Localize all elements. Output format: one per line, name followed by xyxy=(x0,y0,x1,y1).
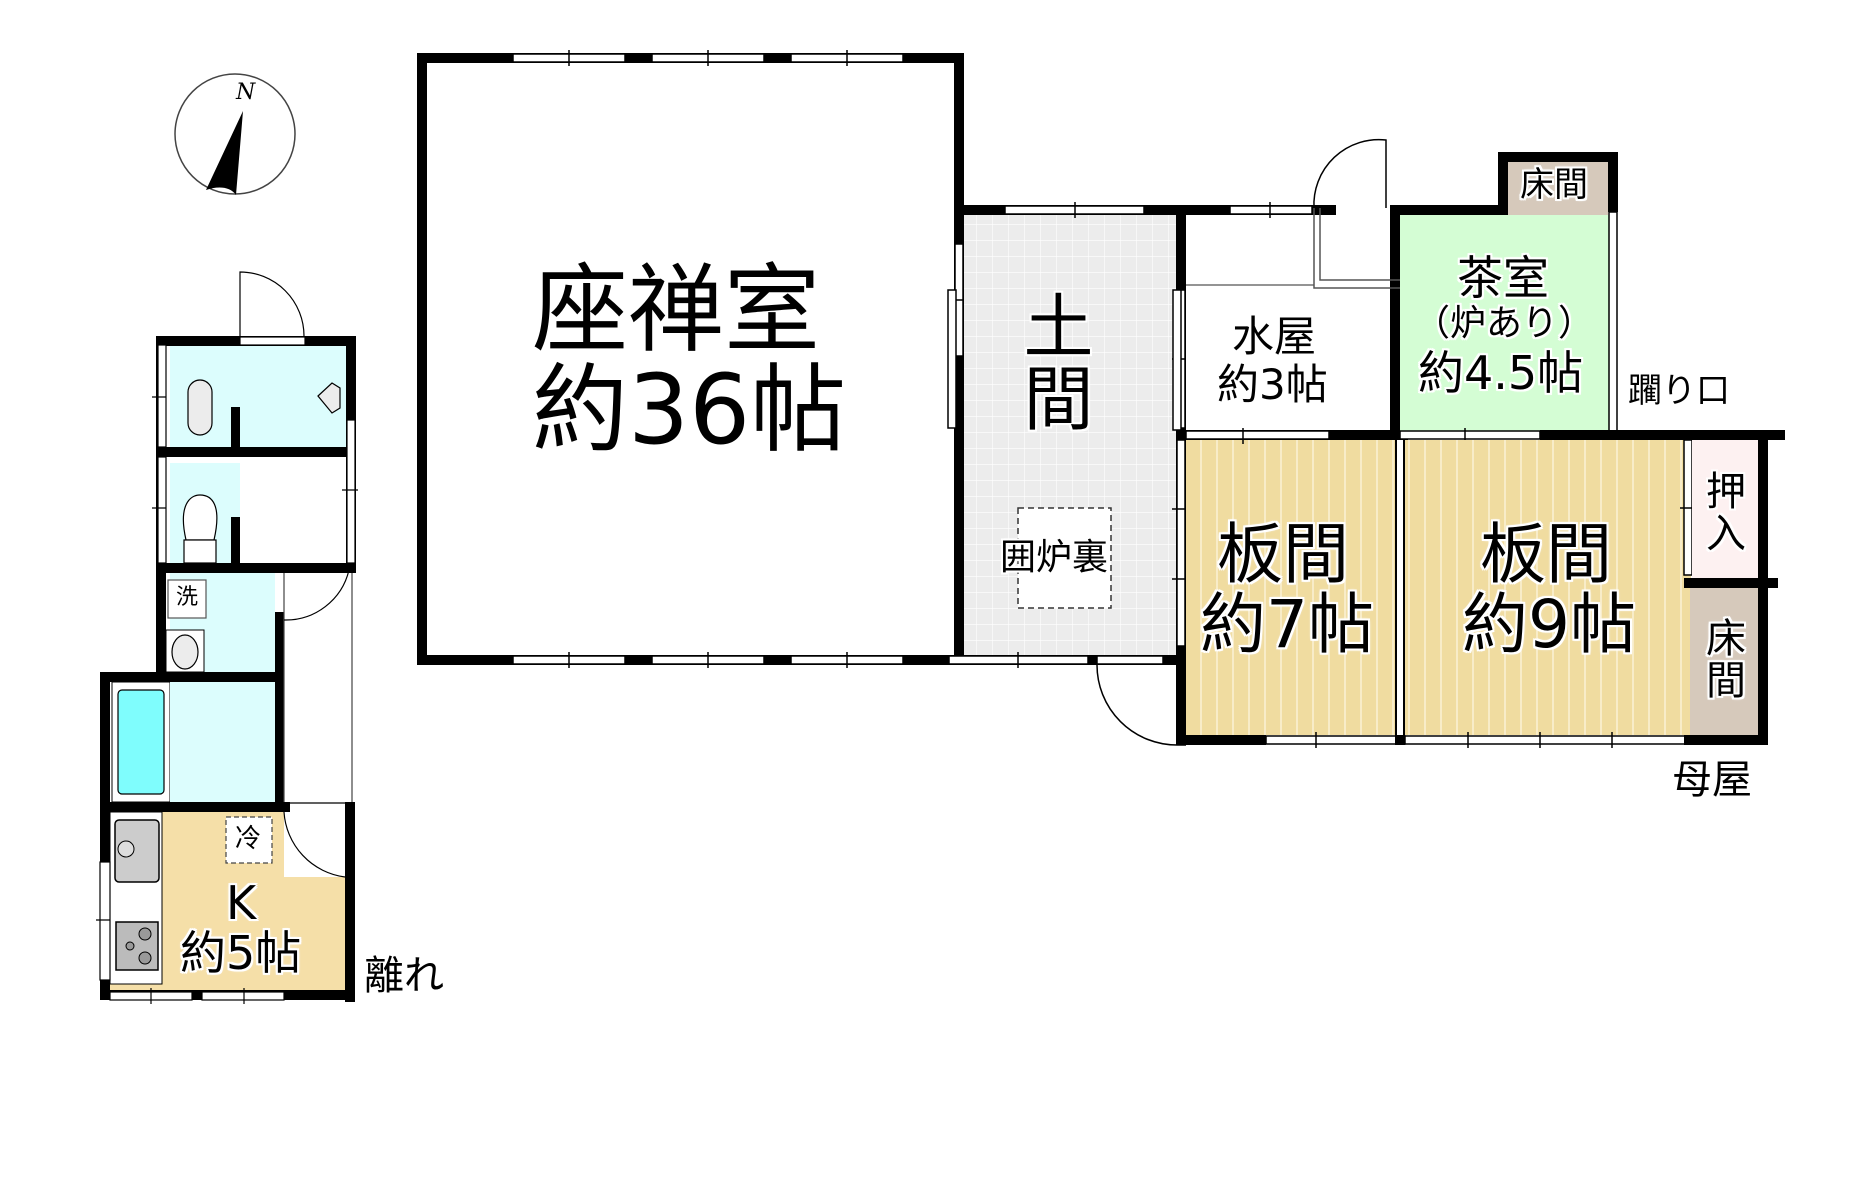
annex-building xyxy=(96,271,358,1004)
room-name-doma: 土間 xyxy=(1012,290,1094,434)
room-name-zazen: 座禅室 xyxy=(532,254,820,366)
room-itama-7 xyxy=(1176,428,1406,748)
room-name-chashitsu: 茶室 xyxy=(1457,251,1549,305)
room-size-mizuya: 約3帖 xyxy=(1217,360,1328,409)
tokonoma-right xyxy=(1690,588,1758,735)
room-note-chashitsu: （炉あり） xyxy=(1414,303,1595,344)
room-name-mizuya: 水屋 xyxy=(1232,312,1317,361)
room-zazen xyxy=(417,50,968,668)
irori-label: 囲炉裏 xyxy=(1000,537,1109,578)
wash-basin-icon xyxy=(317,382,341,414)
closet-oshiire xyxy=(1692,440,1758,580)
toilet-icon xyxy=(182,494,218,541)
room-name-itama-9: 板間 xyxy=(1480,516,1612,593)
room-size-itama-7: 約7帖 xyxy=(1200,586,1374,663)
room-name-kitchen: K xyxy=(226,876,257,930)
room-name-itama-7: 板間 xyxy=(1217,516,1349,593)
nijiriguchi-label: 躙り口 xyxy=(1628,371,1730,411)
room-size-zazen: 約36帖 xyxy=(532,354,847,466)
wash-label: 洗 xyxy=(176,585,199,610)
irori-hearth xyxy=(1017,507,1112,609)
room-size-itama-9: 約9帖 xyxy=(1462,586,1636,663)
stove-icon xyxy=(115,921,159,971)
fridge-space xyxy=(225,816,273,864)
oshiire-label: 押入 xyxy=(1699,470,1745,554)
annex-building-label: 離れ xyxy=(364,953,444,999)
bathtub-icon xyxy=(117,689,165,795)
room-size-kitchen: 約5帖 xyxy=(180,926,302,980)
compass-north-label: N xyxy=(236,80,256,105)
kitchen-sink-icon xyxy=(114,819,160,883)
sink-icon xyxy=(171,634,199,670)
room-doma xyxy=(947,202,1190,746)
main-building-label: 母屋 xyxy=(1672,757,1752,803)
compass xyxy=(174,73,296,195)
room-itama-9 xyxy=(1404,430,1785,748)
room-size-chashitsu: 約4.5帖 xyxy=(1418,346,1584,400)
door-swing xyxy=(1096,664,1186,746)
tokonoma-right-label: 床間 xyxy=(1699,617,1745,701)
washing-machine xyxy=(167,579,207,619)
tokonoma-top-label: 床間 xyxy=(1520,165,1588,205)
room-chashitsu xyxy=(1399,152,1618,444)
tokonoma-top xyxy=(1508,162,1608,215)
fridge-label: 冷 xyxy=(235,824,262,854)
north-arrow-icon xyxy=(206,111,243,195)
urinal-icon xyxy=(187,379,213,436)
